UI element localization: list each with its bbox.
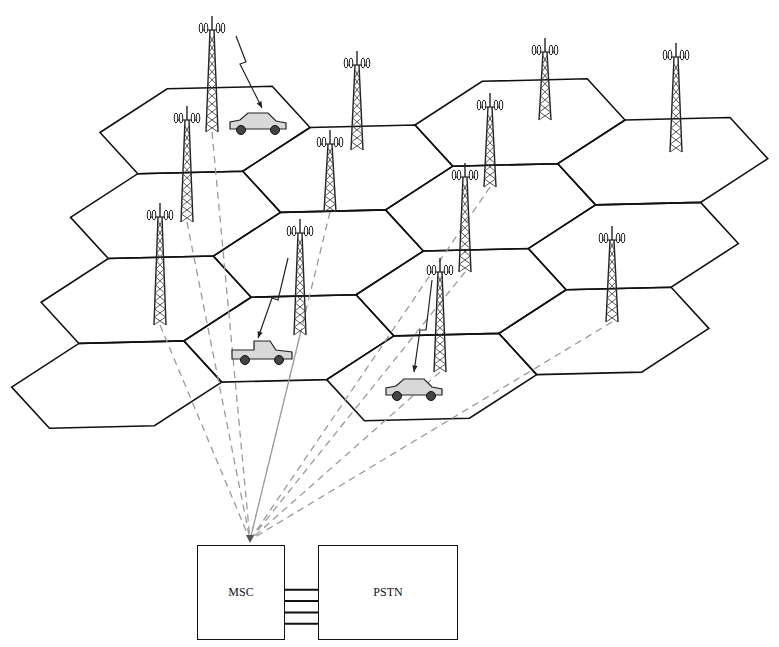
backhaul-link [250, 322, 612, 540]
backhaul-link [187, 222, 250, 540]
network-box: PSTN [318, 545, 458, 640]
backhaul-link [250, 272, 465, 540]
cell-tower [477, 93, 503, 187]
radio-arrowhead [258, 331, 263, 338]
trunk-line [285, 611, 318, 613]
vehicle [230, 113, 286, 135]
hex-cell [100, 86, 310, 173]
vehicles [230, 113, 442, 401]
hex-cell [558, 118, 768, 205]
radio-link [236, 36, 262, 108]
backhaul-link [212, 132, 250, 540]
hex-cell [71, 171, 281, 258]
cell-tower [287, 219, 313, 335]
hex-cell [415, 79, 625, 166]
trunk-line [285, 623, 318, 625]
cell-tower [199, 16, 225, 132]
radio-link [414, 280, 432, 372]
hex-cell [528, 202, 738, 289]
hex-cell [327, 333, 537, 420]
hex-cell [41, 256, 251, 343]
backhaul-arrowhead [246, 535, 254, 543]
trunk-line [285, 589, 318, 591]
radio-arrowhead [412, 365, 417, 372]
radio-link [258, 258, 288, 338]
vehicle [386, 379, 442, 401]
hex-cell [356, 249, 566, 336]
radio-arrowhead [257, 101, 262, 108]
cell-tower [344, 51, 370, 150]
box-label: MSC [228, 585, 253, 600]
cell-tower [663, 43, 689, 152]
hex-cell [499, 287, 709, 374]
hex-cell [12, 341, 222, 428]
hex-cell [213, 210, 423, 297]
cell-tower [174, 106, 200, 222]
vehicle [232, 341, 292, 365]
cell-tower [427, 258, 453, 372]
backhaul-links [160, 132, 612, 543]
trunk-line [285, 600, 318, 602]
hex-cell [184, 295, 394, 382]
cell-tower [452, 163, 478, 272]
box-label: PSTN [373, 585, 402, 600]
backhaul-link [250, 372, 440, 540]
cell-tower [147, 203, 173, 325]
backhaul-link [250, 187, 490, 540]
cell-tower [317, 130, 343, 212]
cell-tower [599, 226, 625, 322]
network-box: MSC [197, 545, 285, 640]
radio-links [236, 36, 432, 372]
hex-cells [12, 79, 768, 428]
cell-tower [532, 38, 558, 120]
hex-cell [386, 164, 596, 251]
towers [147, 16, 689, 372]
hex-cell [243, 125, 453, 212]
